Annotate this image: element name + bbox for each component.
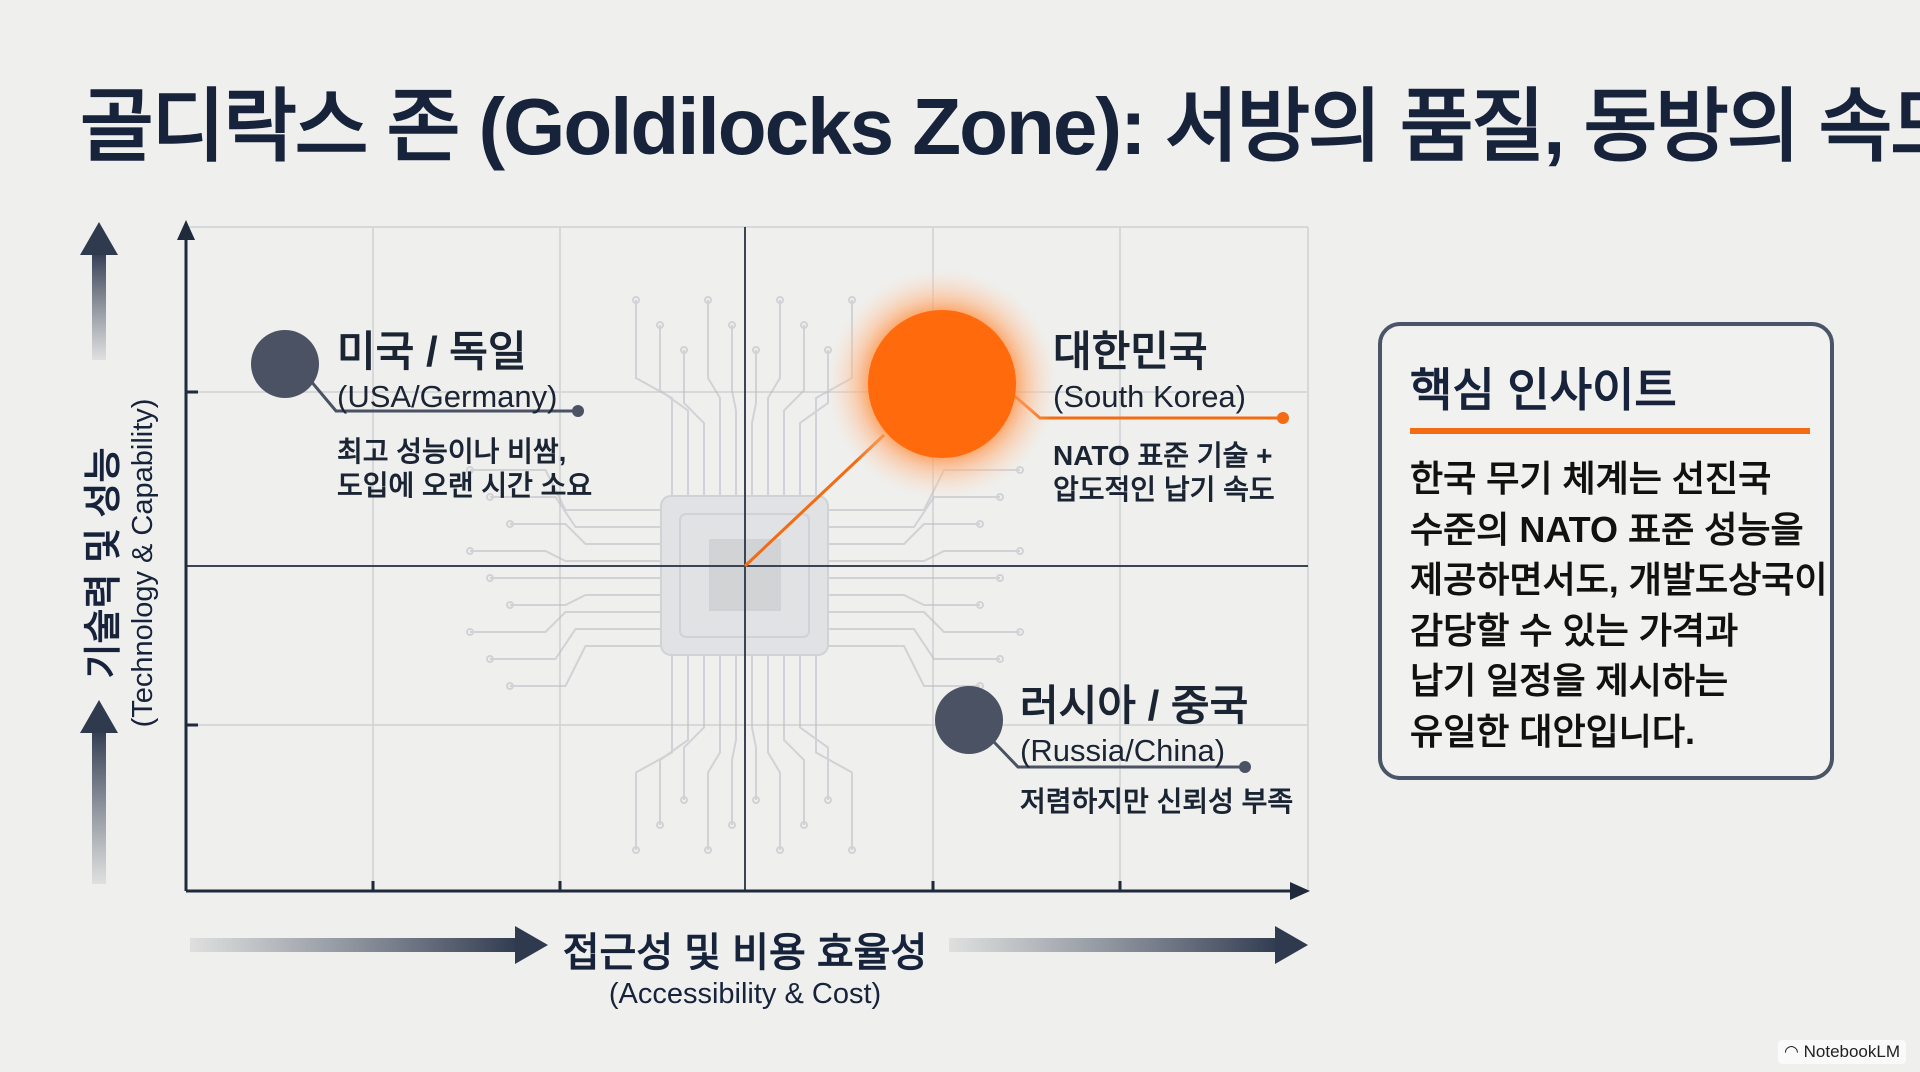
russia-title: 러시아 / 중국	[1020, 682, 1249, 729]
usa-connector	[308, 379, 578, 413]
notebooklm-watermark: ◠ NotebookLM	[1778, 1040, 1906, 1064]
page-title: 골디락스 존 (Goldilocks Zone): 서방의 품질, 동방의 속도	[80, 82, 1920, 171]
insight-box: 핵심 인사이트 한국 무기 체계는 선진국 수준의 NATO 표준 성능을 제공…	[1378, 322, 1834, 780]
usa-node	[251, 330, 319, 398]
y-direction-arrows	[80, 222, 118, 884]
y-axis-arrow-icon	[177, 220, 195, 240]
russia-node	[935, 686, 1003, 754]
korea-desc-2: 압도적인 납기 속도	[1053, 474, 1275, 505]
russia-subtitle: (Russia/China)	[1020, 733, 1226, 768]
insight-line: 수준의 NATO 표준 성능을	[1410, 508, 1804, 550]
russia-label: 러시아 / 중국 (Russia/China) 저렴하지만 신뢰성 부족	[1020, 672, 1293, 819]
x-direction-arrows	[190, 926, 1308, 964]
usa-subtitle: (USA/Germany)	[337, 379, 558, 414]
usa-label: 미국 / 독일 (USA/Germany) 최고 성능이나 비쌈, 도입에 오랜…	[337, 318, 592, 503]
insight-line: 감당할 수 있는 가격과	[1410, 609, 1739, 651]
insight-line: 제공하면서도, 개발도상국이	[1410, 559, 1828, 600]
korea-title: 대한민국	[1053, 328, 1208, 375]
x-axis-label-en: (Accessibility & Cost)	[608, 978, 882, 1010]
russia-desc: 저렴하지만 신뢰성 부족	[1020, 786, 1294, 817]
insight-line: 한국 무기 체계는 선진국	[1410, 458, 1772, 499]
y-axis-label-ko: 기술력 및 성능	[83, 447, 125, 679]
watermark-text: NotebookLM	[1803, 1042, 1900, 1061]
usa-desc-2: 도입에 오랜 시간 소요	[337, 470, 593, 501]
x-axis-arrow-icon	[1290, 882, 1310, 900]
chip-icon	[466, 296, 1024, 854]
insight-line: 유일한 대안입니다.	[1410, 710, 1695, 752]
korea-subtitle: (South Korea)	[1053, 379, 1246, 414]
insight-body: 한국 무기 체계는 선진국 수준의 NATO 표준 성능을 제공하면서도, 개발…	[1410, 454, 1827, 757]
insight-divider	[1410, 428, 1810, 434]
y-axis-label: 기술력 및 성능 (Technology & Capability)	[72, 399, 160, 728]
insight-line: 납기 일정을 제시하는	[1410, 660, 1729, 701]
russia-connector	[992, 740, 1245, 769]
usa-title: 미국 / 독일	[337, 328, 527, 375]
y-axis-label-en: (Technology & Capability)	[127, 398, 159, 728]
insight-title: 핵심 인사이트	[1410, 364, 1677, 416]
korea-desc-1: NATO 표준 기술 +	[1053, 440, 1273, 471]
x-axis-label-ko: 접근성 및 비용 효율성	[562, 931, 928, 975]
x-axis-label: 접근성 및 비용 효율성 (Accessibility & Cost)	[563, 920, 928, 1011]
korea-label: 대한민국 (South Korea) NATO 표준 기술 + 압도적인 납기 …	[1053, 318, 1275, 507]
usa-desc-1: 최고 성능이나 비쌈,	[337, 436, 567, 467]
korea-node	[868, 310, 1016, 458]
